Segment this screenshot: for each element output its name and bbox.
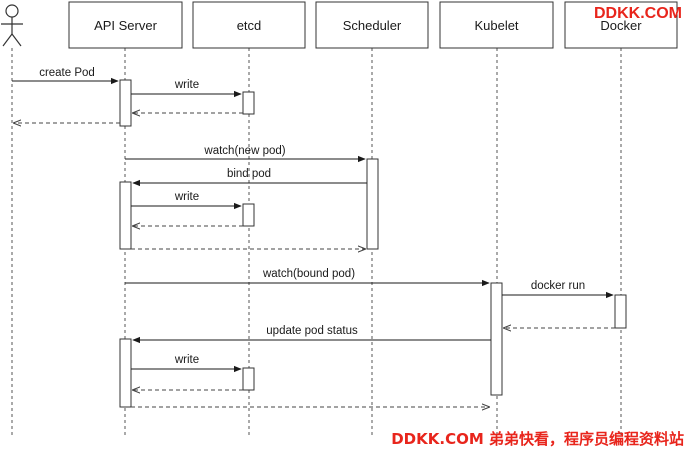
- watermark-top: DDKK.COM: [594, 5, 682, 22]
- message-label: watch(new pod): [203, 145, 285, 157]
- participant-api-server: API Server: [68, 1, 183, 49]
- participant-label: etcd: [237, 18, 262, 33]
- activation-etcd: [242, 91, 255, 115]
- watermark-bottom: DDKK.COM 弟弟快看，程序员编程资料站: [391, 430, 684, 448]
- message: write: [131, 79, 242, 98]
- message: bind pod: [132, 168, 367, 187]
- participant-scheduler: Scheduler: [315, 1, 429, 49]
- activation-api-server: [119, 338, 132, 408]
- participant-kubelet: Kubelet: [439, 1, 554, 49]
- activation-etcd: [242, 367, 255, 391]
- message: update pod status: [132, 325, 491, 344]
- message-label: write: [174, 191, 199, 203]
- participant-label: Scheduler: [343, 18, 402, 33]
- participant-label: Docker: [600, 18, 642, 33]
- participant-label: API Server: [94, 18, 158, 33]
- message-label: create Pod: [39, 67, 95, 79]
- activation-api-server: [119, 181, 132, 250]
- message: create Pod: [12, 67, 119, 85]
- message-label: bind pod: [227, 168, 271, 180]
- message: write: [131, 191, 242, 210]
- message-label: docker run: [531, 280, 585, 292]
- message-label: write: [174, 354, 199, 366]
- user-actor-icon: [1, 4, 23, 47]
- message: watch(bound pod): [125, 268, 490, 287]
- activation-api-server: [119, 79, 132, 127]
- participant-docker: Docker: [564, 1, 678, 49]
- message-label: watch(bound pod): [262, 268, 355, 280]
- message-label: write: [174, 79, 199, 91]
- message-label: update pod status: [266, 325, 358, 337]
- participant-etcd: etcd: [192, 1, 306, 49]
- activation-docker: [614, 294, 627, 329]
- activation-scheduler: [366, 158, 379, 250]
- activation-etcd: [242, 203, 255, 227]
- message: docker run: [502, 280, 614, 299]
- message: write: [131, 354, 242, 373]
- participant-label: Kubelet: [474, 18, 518, 33]
- activation-kubelet: [490, 282, 503, 396]
- message: watch(new pod): [125, 145, 366, 163]
